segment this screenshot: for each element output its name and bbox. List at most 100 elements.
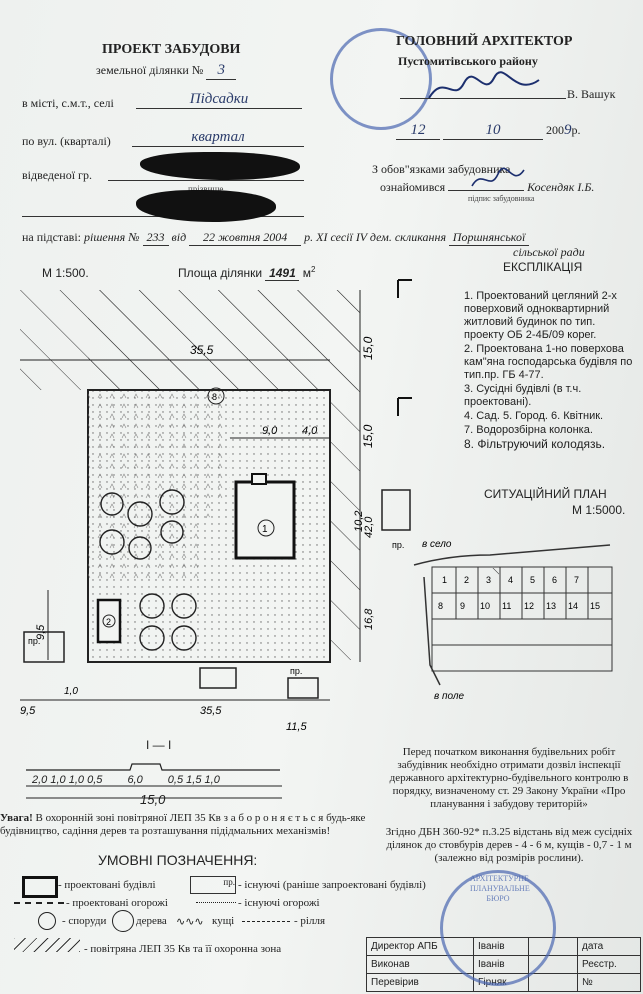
legend-existing-symbol: пр. (190, 876, 236, 894)
developer-caption: підпис забудовника (468, 194, 535, 203)
neighbor-pr-label: пр. (28, 636, 40, 646)
site-plan: 1 2 8 35,5 15,0 15,0 9,0 4,0 10,2 42,0 (20, 279, 412, 733)
dimension-lines (20, 290, 361, 701)
section-dim: 1,5 (186, 774, 202, 786)
tree-symbol (160, 520, 184, 544)
city-value: Підсадки (136, 91, 302, 109)
garden-area (88, 390, 230, 582)
well-symbol (207, 387, 225, 405)
dim-9-5-bottom: 9,5 (20, 705, 36, 717)
dim-1-0: 1,0 (64, 686, 78, 697)
council-name-2: сільської ради (513, 245, 585, 259)
lot-number: 8 (438, 601, 443, 611)
lot-number: 12 (524, 601, 534, 611)
bureau-stamp (440, 870, 556, 986)
lot-number: 7 (574, 575, 579, 585)
distance-norm: Згідно ДБН 360-92* п.3.25 відстань від м… (385, 826, 633, 864)
developer-sign-line (448, 178, 525, 191)
section-dim: 1,0 (50, 774, 66, 786)
explication-item: 3. Сусідні будівлі (в т.ч. проектовані). (464, 383, 582, 408)
dim-15-top: 15,0 (361, 336, 375, 360)
table-cell: № (577, 973, 641, 992)
road-top (413, 544, 611, 566)
situation-plan-title: СИТУАЦІЙНИЙ ПЛАН (484, 487, 607, 501)
outbuilding (96, 598, 122, 644)
duties-line-2: ознайомився Косендяк І.Б. (380, 178, 594, 195)
house-marker-label: 1 (262, 524, 268, 535)
tree-symbol (100, 492, 124, 516)
lot-number: 9 (460, 601, 465, 611)
dim-9-5-left: 9,5 (35, 624, 47, 640)
legend-structures: - споруди (62, 915, 107, 927)
legend-arable: - рілля (294, 915, 326, 927)
city-label: в місті, с.м.т., селі (22, 96, 114, 110)
basis-number: 233 (142, 230, 169, 246)
well-label: 8 (212, 392, 217, 402)
to-field-label: в поле (434, 691, 464, 702)
outbuilding-marker-label: 2 (106, 617, 111, 627)
assigned-label: відведеної гр. (22, 168, 92, 182)
lot-number: 14 (568, 601, 578, 611)
architect-sign-line (400, 98, 566, 99)
basis-rest: р. XI сесії IV дем. скликання (304, 230, 447, 244)
legend-fence-symbol (14, 902, 64, 904)
land-plot-number: 3 (206, 62, 237, 80)
dim-9-0: 9,0 (262, 425, 278, 437)
district-name: Пустомитівського району (398, 54, 538, 68)
to-village-label: в село (422, 539, 452, 550)
lot-number: 3 (486, 575, 491, 585)
section-drawing (26, 763, 282, 799)
legend-trees: дерева (136, 915, 167, 927)
lot-number: 15 (590, 601, 600, 611)
assigned-line (108, 180, 304, 181)
legend-designed-building-symbol (22, 876, 58, 898)
developer-signature (471, 167, 525, 187)
basis-label: на підставі: (22, 230, 81, 244)
table-cell: Перевірив (366, 973, 474, 992)
document-title: ПРОЕКТ ЗАБУДОВИ (102, 42, 241, 57)
tree-symbol (128, 536, 152, 560)
power-line-zone-top (20, 290, 360, 390)
neighbor-building (199, 667, 237, 689)
explication-item: 1. Проектований цегляний 2-х поверховий … (464, 290, 617, 341)
lot-number: 2 (464, 575, 469, 585)
tree-symbol (127, 501, 153, 527)
section-dim: 0,5 (87, 774, 103, 786)
table-cell: дата (577, 937, 641, 956)
tree-symbol (139, 593, 165, 619)
section-dim: 0,5 (167, 774, 184, 786)
dim-35-5-bottom: 35,5 (200, 705, 222, 717)
legend-existing-fences: - існуючі огорожі (238, 897, 320, 909)
approval-month: 10 (443, 122, 543, 140)
section-dims: 2,0 1,0 1,0 0,5 6,0 0,5 1,5 1,0 (32, 774, 220, 786)
table-cell: Реєстр. (577, 955, 641, 974)
basis-text: рішення № (84, 230, 140, 244)
neighbor-building (23, 631, 65, 663)
area-unit: м (302, 266, 312, 280)
street-label: по вул. (кварталі) (22, 134, 111, 148)
house-marker (257, 519, 275, 537)
chief-architect-title: ГОЛОВНИЙ АРХІТЕКТОР (396, 34, 573, 49)
outbuilding-marker (102, 614, 116, 628)
tree-symbol (139, 625, 165, 651)
approval-year-unit: р. (571, 123, 581, 137)
neighbor-pr-label-3: пр. (290, 666, 302, 676)
explication-list: 1. Проектований цегляний 2-х поверховий … (464, 290, 636, 452)
section-dim: 6,0 (127, 774, 143, 786)
area-value: 1491 (265, 266, 300, 281)
bureau-stamp-text: АРХІТЕКТУРНЕ ПЛАНУВАЛЬНЕ БЮРО (470, 874, 530, 903)
legend-power-line-symbol (14, 938, 80, 952)
surname-caption: прізвище (188, 184, 224, 194)
ground-profile (26, 763, 280, 771)
legend-designed-buildings: - проектовані будівлі (58, 879, 156, 891)
duties-line-1: З обов"язками забудовника (372, 162, 511, 176)
area-label: Площа ділянки (178, 266, 263, 280)
approval-day: 12 (396, 122, 440, 140)
lot-number: 11 (502, 601, 511, 611)
land-plot-label: земельної ділянки № (96, 63, 204, 77)
dim-15-mid: 15,0 (361, 424, 375, 448)
trees (99, 489, 197, 651)
basis-from: від (171, 230, 187, 244)
lot-number: 6 (552, 575, 557, 585)
